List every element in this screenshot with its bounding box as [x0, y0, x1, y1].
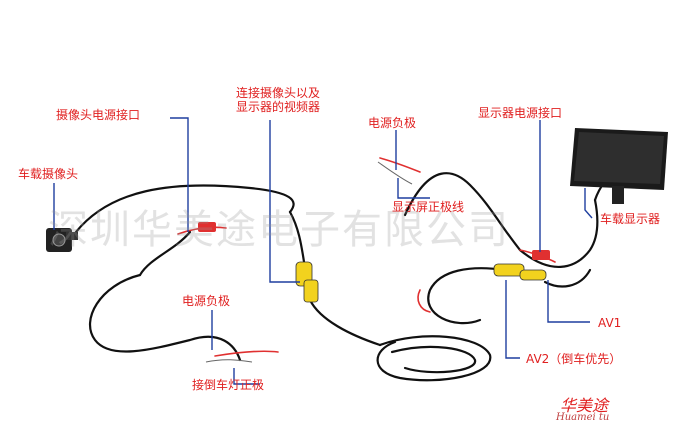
reverse-light-pointer [233, 368, 260, 385]
label-power-neg-bottom: 电源负极 [182, 294, 231, 308]
video-cable-lower [308, 298, 382, 347]
av2-pointer [505, 280, 520, 359]
thin-wire-group [205, 161, 413, 363]
video-line-pointer [269, 120, 300, 283]
cable-group [74, 168, 617, 382]
monitor-power-connector [532, 250, 550, 260]
label-power-neg-top: 电源负极 [368, 116, 417, 130]
label-camera: 车载摄像头 [18, 167, 79, 181]
cable-coil-outer [376, 335, 492, 382]
av1-pointer [547, 280, 590, 323]
label-reverse-light: 接倒车灯正极 [192, 378, 265, 392]
left-loop-cable [89, 273, 242, 362]
brand-logo: 华美途 [560, 396, 609, 415]
label-av2: AV2（倒车优先） [526, 352, 622, 366]
av2-rca-connector [493, 263, 525, 277]
lower-right-cable [427, 267, 507, 325]
av1-rca-connector [519, 269, 547, 281]
pointer-group [53, 117, 593, 385]
label-camera-power: 摄像头电源接口 [56, 108, 141, 122]
camera-lens [52, 233, 66, 247]
watermark: 深圳华美途电子有限公司 [48, 207, 510, 253]
camera-mount [66, 232, 78, 240]
camera-device [46, 228, 78, 252]
label-screen-pos: 显示屏正极线 [392, 200, 465, 214]
bottom-neg-wire [205, 359, 253, 363]
rca-connectors [295, 261, 547, 303]
brand-logo-sub: Huamei tu [556, 412, 610, 423]
top-neg-wire [377, 161, 413, 185]
monitor-stand [612, 186, 624, 204]
monitor-top-cable [403, 172, 522, 252]
label-monitor: 车载显示器 [600, 212, 661, 226]
av-branch-cable [543, 268, 592, 288]
video-rca-connector-lower [303, 279, 319, 303]
label-av1: AV1 [598, 316, 622, 330]
camera-power-pointer [170, 117, 189, 232]
label-monitor-power: 显示器电源接口 [478, 106, 563, 120]
monitor-pointer [584, 188, 593, 219]
screen-pos-pointer [397, 178, 430, 199]
monitor-bezel [574, 132, 664, 184]
reverse-red-wire [214, 350, 279, 357]
right-red-wire [417, 289, 431, 313]
camera-power-connector [198, 222, 216, 232]
label-video-line: 连接摄像头以及 显示器的视频器 [236, 86, 321, 114]
camera-cable [74, 184, 295, 234]
monitor-main-cable [518, 198, 599, 268]
monitor-device [570, 128, 668, 204]
red-connectors [198, 222, 550, 260]
camera-power-cable [138, 230, 192, 277]
cable-coil-inner [390, 345, 477, 374]
top-red-wire [379, 157, 421, 173]
